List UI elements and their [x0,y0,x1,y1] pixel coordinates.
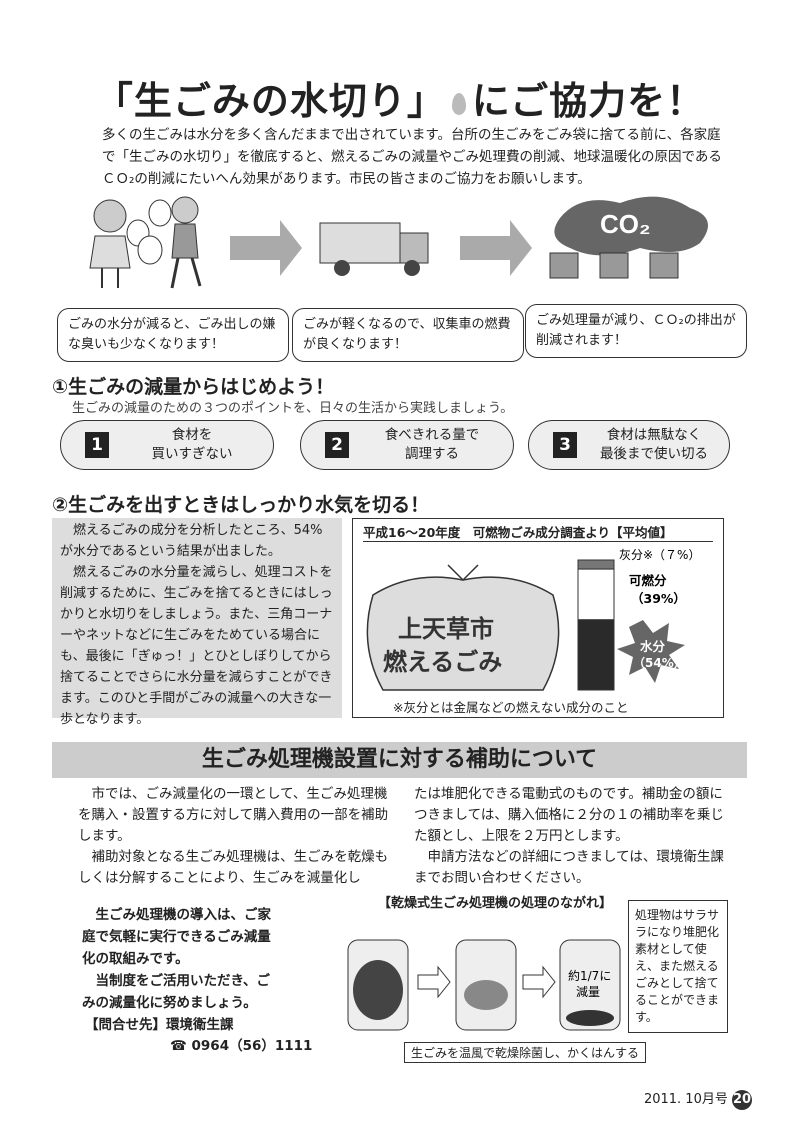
bubble-fuel: ごみが軽くなるので、収集車の燃費が良くなります！ [292,308,524,362]
point-text: 食材は無駄なく [606,427,702,443]
point-text: 食材を [171,427,213,443]
page-footer: 2011. 10月号 20 [644,1088,752,1110]
people-with-bags-illustration [89,196,202,289]
bar-ash [577,559,615,570]
point-3: 3 食材は無駄なく最後まで使い切る [528,420,730,470]
chart-title: 平成16～20年度 可燃物ごみ成分調査より【平均値】 [363,522,713,542]
processor-stirring-icon [455,939,517,1031]
stacked-bar [577,559,615,691]
label-water-pct: （54%） [633,655,686,670]
reduced-bin-icon: 約1/7に 減量 [559,939,621,1031]
intro-text: 多くの生ごみは水分を多く含んだままで出されています。台所の生ごみをごみ袋に捨てる… [102,127,722,187]
arrow-right-icon [230,220,302,276]
garbage-truck-icon [319,222,429,276]
page-number: 20 [732,1090,752,1110]
title-main: 「生ごみの水切り」 [94,79,446,123]
reduce-label-2: 減量 [576,984,600,999]
bar-combustible [577,568,615,621]
bag-text: 上天草市 [398,615,494,643]
arrow-right-icon [522,965,556,999]
point-text: 最後まで使い切る [600,446,708,462]
title-tail: にご協力を！ [471,79,706,123]
garbage-bag-icon: 上天草市 燃えるごみ [366,564,560,691]
side-note: 処理物はサラサラになり堆肥化素材として使え、また燃えるごみとして捨てることができ… [628,900,728,1033]
flow-title: 【乾燥式生ごみ処理機の処理のながれ】 [378,896,613,911]
chart-note: ※灰分とは金属などの燃えない成分のこと [393,700,629,715]
label-water: 水分 [640,639,666,654]
point-number: 3 [553,432,577,458]
water-drop-icon [451,92,466,115]
bin-with-waste-icon [347,939,409,1031]
bag-text: 燃えるごみ [383,648,502,676]
label-combustible: 可燃分 [629,573,667,588]
reduce-label: 約1/7に [568,968,611,983]
chart-svg: 上天草市 燃えるごみ 灰分※（７%） 可燃分 （39%） 水分 （54%） [366,548,700,691]
section1-sub: 生ごみの減量のための３つのポイントを、日々の生活から実践しましょう。 [72,401,514,416]
co2-cloud-icon: CO₂ [549,196,708,279]
section3-banner: 生ごみ処理機設置に対する補助について [52,742,747,778]
point-text: 買いすぎない [151,446,233,462]
arrow-right-icon [460,220,532,276]
label-ash: 灰分※（７%） [619,548,700,562]
point-2: 2 食べきれる量で調理する [300,420,514,470]
subsidy-right: たは堆肥化できる電動式のものです。補助金の額につきましては、購入価格に２分の１の… [414,786,724,886]
subsidy-left: 市では、ごみ減量化の一環として、生ごみ処理機を購入・設置する方に対して購入費用の… [78,786,389,886]
section2-heading: ②生ごみを出すときはしっかり水気を切る！ [52,494,430,516]
co2-label: CO₂ [600,209,651,239]
bar-water [577,619,615,691]
contact-label: 【問合せ先】環境衛生課 [85,1017,234,1033]
point-number: 1 [85,432,109,458]
promo-text: 生ごみ処理機の導入は、ご家庭で気軽に実行できるごみ減量化の取組みです。 当制度を… [82,907,271,1011]
label-combustible-pct: （39%） [631,591,686,606]
issue-date: 2011. 10月号 [643,1092,728,1107]
chart-box: 平成16～20年度 可燃物ごみ成分調査より【平均値】 上天草市 燃えるごみ 灰分… [352,518,724,718]
section1-heading: ①生ごみの減量からはじめよう！ [52,376,335,398]
section2-body: 燃えるごみの成分を分析したところ、54%が水分であるという結果が出ました。 燃え… [52,518,342,727]
bubble-smell: ごみの水分が減ると、ごみ出しの嫌な臭いも少なくなります！ [57,308,289,362]
arrow-right-icon [417,965,451,999]
point-text: 調理する [405,446,459,462]
illustration-row: CO₂ [89,196,708,289]
flow-caption: 生ごみを温風で乾燥除菌し、かくはんする [404,1042,647,1063]
point-text: 食べきれる量で [384,427,480,443]
contact-phone: ☎ 0964（56）1111 [170,1038,313,1054]
point-number: 2 [325,432,349,458]
bubble-co2: ごみ処理量が減り、ＣＯ₂の排出が削減されます！ [525,304,747,358]
water-burst-icon [617,620,685,683]
point-1: 1 食材を買いすぎない [60,420,274,470]
page-title: 「生ごみの水切り」にご協力を！ [0,70,800,125]
processing-flow-diagram: 約1/7に 減量 [347,939,621,1031]
section2-text: 燃えるごみの成分を分析したところ、54%が水分であるという結果が出ました。 燃え… [60,523,333,727]
